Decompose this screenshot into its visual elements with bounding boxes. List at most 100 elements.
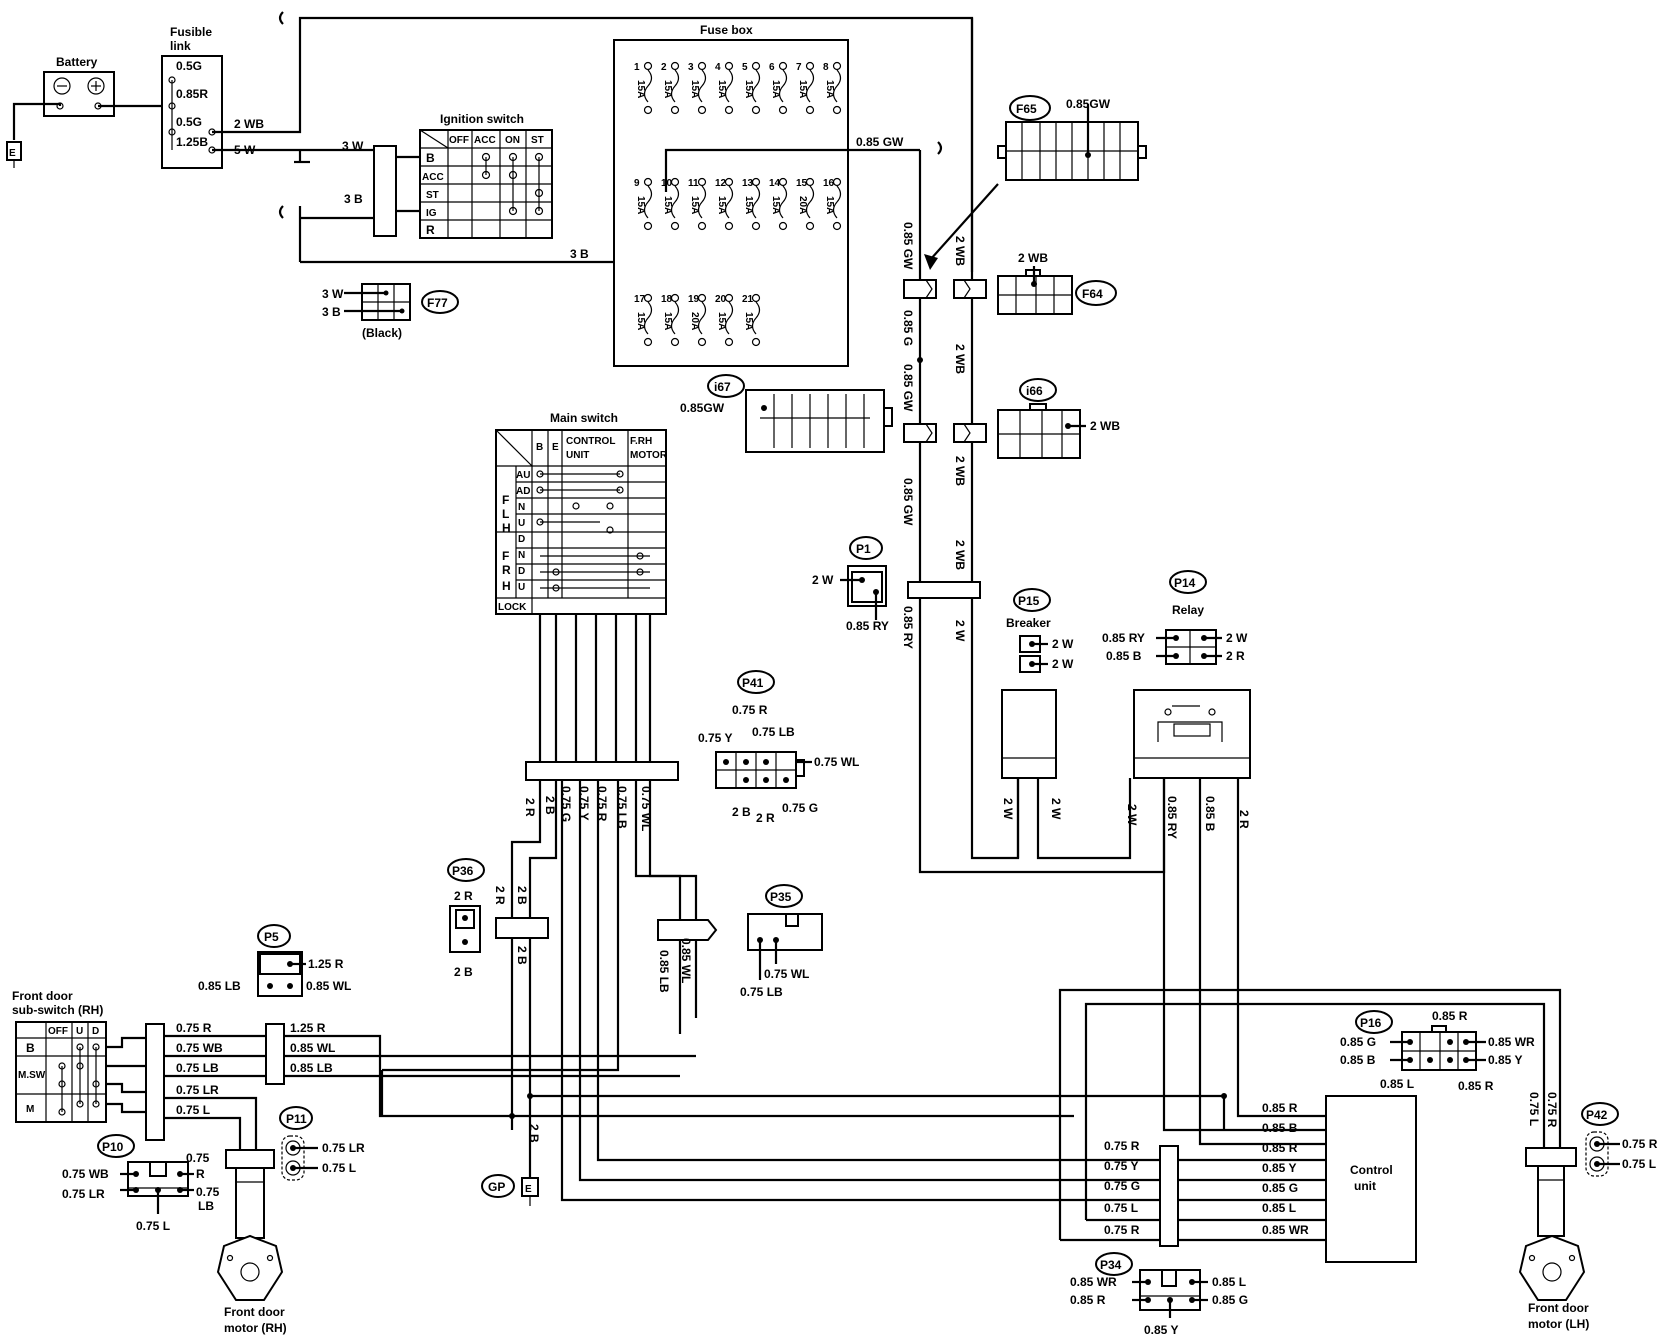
main-switch-col: B xyxy=(536,442,543,453)
fuse-terminal xyxy=(832,177,842,187)
wire-label: 0.85 B xyxy=(1106,649,1142,663)
fuse-terminal xyxy=(643,221,653,231)
connector-tag: i67 xyxy=(714,380,731,394)
wire-label: 0.85 LB xyxy=(657,950,671,993)
wire-label: 0.75 LB xyxy=(752,725,795,739)
fuse-rating: 15A xyxy=(662,312,673,330)
wire-label: LB xyxy=(198,1199,214,1213)
wire-label: 2 R xyxy=(756,811,775,825)
connector-f64: 2 WB F64 xyxy=(997,251,1117,315)
connector-tag: GP xyxy=(488,1180,505,1194)
control-unit-wires: 0.85 R 0.85 B 0.85 R 0.85 Y 0.85 G 0.85 … xyxy=(1262,1101,1309,1237)
fuse-terminal xyxy=(751,105,761,115)
fuse-terminal xyxy=(832,61,842,71)
motor-rh-label-2: motor (RH) xyxy=(224,1321,287,1335)
fuse-terminal xyxy=(805,105,815,115)
main-switch-group: H xyxy=(502,579,511,593)
p36-harness-connector xyxy=(495,917,549,939)
wire-label: 5 W xyxy=(234,143,256,157)
fuse-element-icon xyxy=(778,69,788,103)
fuse-number: 6 xyxy=(769,62,775,73)
ignition-row: ACC xyxy=(422,172,444,183)
wire-label: 0.85 GW xyxy=(901,364,915,412)
main-switch-group: R xyxy=(502,563,511,577)
fuse-terminal xyxy=(778,221,788,231)
wire-label: 0.75 LB xyxy=(740,985,783,999)
fuse-box: Fuse box 115A215A315A415A515A615A715A815… xyxy=(613,23,849,367)
wire-label: 2 W xyxy=(1049,798,1063,820)
fuse-number: 16 xyxy=(823,178,835,189)
connector-block xyxy=(903,279,987,599)
wire-label: 2 R xyxy=(493,886,507,905)
fuse-terminal xyxy=(724,337,734,347)
fuse-number: 13 xyxy=(742,178,754,189)
fusible-link-fuse: 0.5G xyxy=(176,115,202,129)
wire-label: 0.75 WB xyxy=(62,1167,109,1181)
fusible-link: Fusible link 0.5G 0.85R 0.5G 1.25B xyxy=(161,25,223,169)
wire-label: 2 WB xyxy=(953,236,967,266)
connector-tag: P14 xyxy=(1174,576,1196,590)
ignition-switch: Ignition switch OFF ACC ON ST B ACC ST I… xyxy=(373,112,553,239)
wire-label: 2 B xyxy=(527,1124,541,1143)
main-switch: Main switch B E CONTROL UNIT F.RH MOTOR … xyxy=(495,411,668,615)
fuse-terminal xyxy=(697,61,707,71)
ignition-row: ST xyxy=(426,190,439,201)
fuse-element-icon xyxy=(724,301,734,335)
wire-label: 0.75 L xyxy=(1527,1092,1541,1126)
sub-switch-label: Front door xyxy=(12,989,73,1003)
connector-tag: P36 xyxy=(452,864,474,878)
fuse-element-icon xyxy=(697,69,707,103)
wire-label: 2 WB xyxy=(953,344,967,374)
wire-label: 0.75 R xyxy=(1622,1137,1658,1151)
connector-p14: P14 Relay 0.85 RY 0.85 B 2 W 2 R xyxy=(1102,570,1248,665)
wire-label: 0.75 G xyxy=(782,801,818,815)
connector-tag: F65 xyxy=(1016,102,1037,116)
sub-switch-connector xyxy=(145,1023,165,1141)
wire-label: 0.75 WB xyxy=(176,1041,223,1055)
fuse-terminal xyxy=(643,105,653,115)
relay-label: Relay xyxy=(1172,603,1204,617)
wire-label: 0.85 L xyxy=(1380,1077,1414,1091)
fuse-terminal xyxy=(697,177,707,187)
wire-label: 0.85 WR xyxy=(1488,1035,1535,1049)
wire-label: 0.75 LR xyxy=(176,1083,219,1097)
wire-label: 0.85 B xyxy=(1262,1121,1298,1135)
connector-tag: P41 xyxy=(742,676,764,690)
wire-label: 0.75 L xyxy=(136,1219,170,1233)
connector-tag: P42 xyxy=(1586,1108,1608,1122)
wire-label: 0.85 GW xyxy=(901,478,915,526)
wire-label: 2 WB xyxy=(1090,419,1120,433)
connector-p5: P5 1.25 R 0.85 LB 0.85 WL xyxy=(198,924,351,997)
ignition-col: OFF xyxy=(449,135,469,146)
fuse-terminal xyxy=(724,177,734,187)
wire-label: 2 R xyxy=(1237,810,1251,829)
front-door-sub-switch-rh: Front door sub-switch (RH) OFF U D B M.S… xyxy=(12,989,107,1123)
wire-label: 0.85 L xyxy=(1212,1275,1246,1289)
wire-label: 0.75 WL xyxy=(764,967,809,981)
ground-icon: E xyxy=(6,141,22,168)
connector-p42: P42 0.75 R 0.75 L xyxy=(1581,1102,1658,1177)
front-door-motor-rh: Front door motor (RH) xyxy=(216,1149,287,1335)
wire-label: 1.25 R xyxy=(290,1021,326,1035)
main-switch-col: MOTOR xyxy=(630,450,668,461)
connector-f77: 3 W 3 B F77 (Black) xyxy=(322,283,459,340)
wire-label: 0.75 R xyxy=(1545,1092,1559,1128)
fuse-box-label: Fuse box xyxy=(700,23,753,37)
motor-lh-label: Front door xyxy=(1528,1301,1589,1315)
connector-tag: P16 xyxy=(1360,1016,1382,1030)
fuse-terminal xyxy=(724,105,734,115)
wire-label: 2 W xyxy=(953,620,967,642)
wire-label: 0.85 B xyxy=(1203,796,1217,832)
main-switch-row: LOCK xyxy=(498,602,527,613)
wire-label: 3 B xyxy=(322,305,341,319)
wire-label: 0.75 xyxy=(186,1151,210,1165)
wire-label: 0.85 R xyxy=(1262,1101,1298,1115)
main-switch-label: Main switch xyxy=(550,411,618,425)
main-switch-col: UNIT xyxy=(566,450,589,461)
